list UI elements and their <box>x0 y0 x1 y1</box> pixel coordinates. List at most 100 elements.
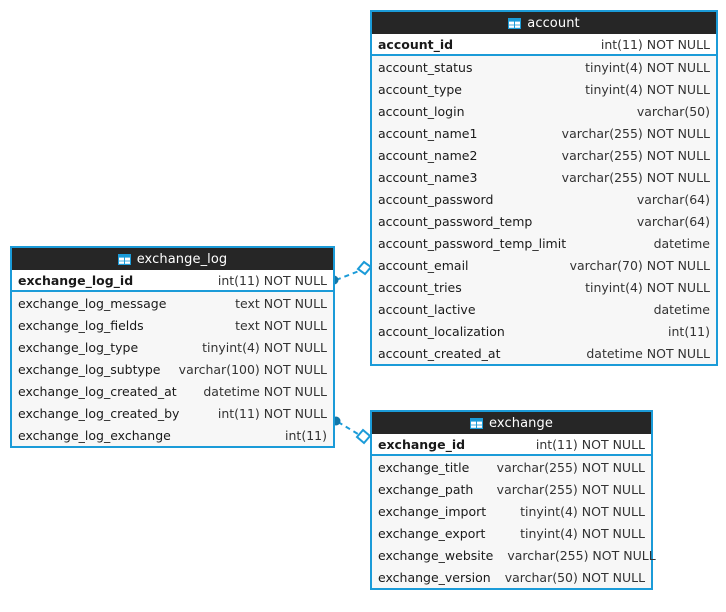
field-name: account_email <box>378 257 469 273</box>
field-type: int(11) <box>668 323 710 339</box>
entity-title: account <box>527 15 580 31</box>
field-type: datetime NOT NULL <box>586 345 710 361</box>
field-row[interactable]: exchange_log_message text NOT NULL <box>12 292 333 314</box>
field-name: account_login <box>378 103 465 119</box>
field-type: datetime NOT NULL <box>203 383 327 399</box>
primary-key-row[interactable]: account_id int(11) NOT NULL <box>372 34 716 56</box>
table-icon <box>117 253 131 265</box>
field-name: exchange_version <box>378 569 491 585</box>
field-name: account_created_at <box>378 345 501 361</box>
field-row[interactable]: account_localization int(11) <box>372 320 716 342</box>
field-name: account_name1 <box>378 125 478 141</box>
field-type: varchar(255) NOT NULL <box>496 459 645 475</box>
field-row[interactable]: exchange_log_type tinyint(4) NOT NULL <box>12 336 333 358</box>
field-row[interactable]: account_name2 varchar(255) NOT NULL <box>372 144 716 166</box>
field-name: account_lactive <box>378 301 476 317</box>
field-type: varchar(255) NOT NULL <box>496 481 645 497</box>
entity-header-account: account <box>372 12 716 34</box>
field-name: account_password_temp <box>378 213 533 229</box>
field-row[interactable]: exchange_website varchar(255) NOT NULL <box>372 544 656 566</box>
field-name: account_type <box>378 81 462 97</box>
field-row[interactable]: exchange_log_fields text NOT NULL <box>12 314 333 336</box>
entity-table-exchange[interactable]: exchange exchange_id int(11) NOT NULL ex… <box>370 410 656 590</box>
field-type: varchar(100) NOT NULL <box>178 361 327 377</box>
field-name: account_password_temp_limit <box>378 235 567 251</box>
field-name: exchange_path <box>378 481 474 497</box>
field-row[interactable]: account_password_temp_limit datetime <box>372 232 716 254</box>
field-type: int(11) NOT NULL <box>217 405 327 421</box>
entity-table-exchange-log[interactable]: exchange_log exchange_log_id int(11) NOT… <box>10 246 335 448</box>
field-name: exchange_log_exchange <box>18 427 171 443</box>
field-name: exchange_website <box>378 547 494 563</box>
field-name: exchange_title <box>378 459 470 475</box>
field-row[interactable]: account_tries tinyint(4) NOT NULL <box>372 276 716 298</box>
field-type: int(11) <box>285 427 327 443</box>
field-type: varchar(64) <box>636 213 710 229</box>
field-row[interactable]: account_login varchar(50) <box>372 100 716 122</box>
table-icon <box>470 417 484 429</box>
field-name: exchange_id <box>378 436 466 452</box>
relationship-log-created-by-account <box>329 260 373 285</box>
field-type: int(11) NOT NULL <box>535 436 645 452</box>
field-name: account_id <box>378 36 454 52</box>
field-rows: account_status tinyint(4) NOT NULL accoun… <box>372 56 716 364</box>
field-name: account_name3 <box>378 169 478 185</box>
field-type: text NOT NULL <box>235 295 327 311</box>
entity-table-account[interactable]: account account_id int(11) NOT NULL acco… <box>370 10 718 366</box>
field-type: datetime <box>653 301 710 317</box>
field-name: exchange_log_id <box>18 272 134 288</box>
field-type: datetime <box>653 235 710 251</box>
entity-title: exchange <box>489 415 553 431</box>
field-name: account_name2 <box>378 147 478 163</box>
field-row[interactable]: account_status tinyint(4) NOT NULL <box>372 56 716 78</box>
field-row[interactable]: exchange_export tinyint(4) NOT NULL <box>372 522 651 544</box>
field-row[interactable]: account_password_temp varchar(64) <box>372 210 716 232</box>
primary-key-row[interactable]: exchange_log_id int(11) NOT NULL <box>12 270 333 292</box>
primary-key-row[interactable]: exchange_id int(11) NOT NULL <box>372 434 651 456</box>
field-type: varchar(255) NOT NULL <box>507 547 656 563</box>
relationship-diamond-marker <box>355 428 372 445</box>
field-rows: exchange_title varchar(255) NOT NULL exch… <box>372 456 656 588</box>
relationship-line <box>335 270 360 281</box>
field-type: varchar(50) <box>636 103 710 119</box>
entity-title: exchange_log <box>136 251 228 267</box>
table-icon <box>508 17 522 29</box>
field-type: tinyint(4) NOT NULL <box>202 339 327 355</box>
entity-header-exchange: exchange <box>372 412 651 434</box>
field-type: varchar(70) NOT NULL <box>569 257 710 273</box>
field-row[interactable]: account_email varchar(70) NOT NULL <box>372 254 716 276</box>
field-row[interactable]: exchange_path varchar(255) NOT NULL <box>372 478 651 500</box>
field-row[interactable]: exchange_version varchar(50) NOT NULL <box>372 566 651 588</box>
field-type: varchar(255) NOT NULL <box>561 147 710 163</box>
field-type: tinyint(4) NOT NULL <box>520 503 645 519</box>
field-name: account_tries <box>378 279 462 295</box>
field-type: tinyint(4) NOT NULL <box>585 279 710 295</box>
field-name: exchange_log_type <box>18 339 139 355</box>
field-row[interactable]: exchange_log_subtype varchar(100) NOT NUL… <box>12 358 333 380</box>
field-type: text NOT NULL <box>235 317 327 333</box>
field-row[interactable]: account_name1 varchar(255) NOT NULL <box>372 122 716 144</box>
field-name: exchange_export <box>378 525 486 541</box>
field-name: account_localization <box>378 323 505 339</box>
field-name: account_password <box>378 191 494 207</box>
field-name: exchange_log_message <box>18 295 167 311</box>
field-type: tinyint(4) NOT NULL <box>520 525 645 541</box>
field-row[interactable]: exchange_log_exchange int(11) <box>12 424 333 446</box>
relationship-line <box>337 421 359 435</box>
field-name: account_status <box>378 59 473 75</box>
field-type: varchar(255) NOT NULL <box>561 125 710 141</box>
field-type: tinyint(4) NOT NULL <box>585 59 710 75</box>
field-name: exchange_log_subtype <box>18 361 161 377</box>
field-row[interactable]: exchange_title varchar(255) NOT NULL <box>372 456 651 478</box>
field-name: exchange_log_fields <box>18 317 144 333</box>
field-type: varchar(50) NOT NULL <box>504 569 646 585</box>
field-row[interactable]: account_lactive datetime <box>372 298 716 320</box>
field-row[interactable]: account_created_at datetime NOT NULL <box>372 342 716 364</box>
